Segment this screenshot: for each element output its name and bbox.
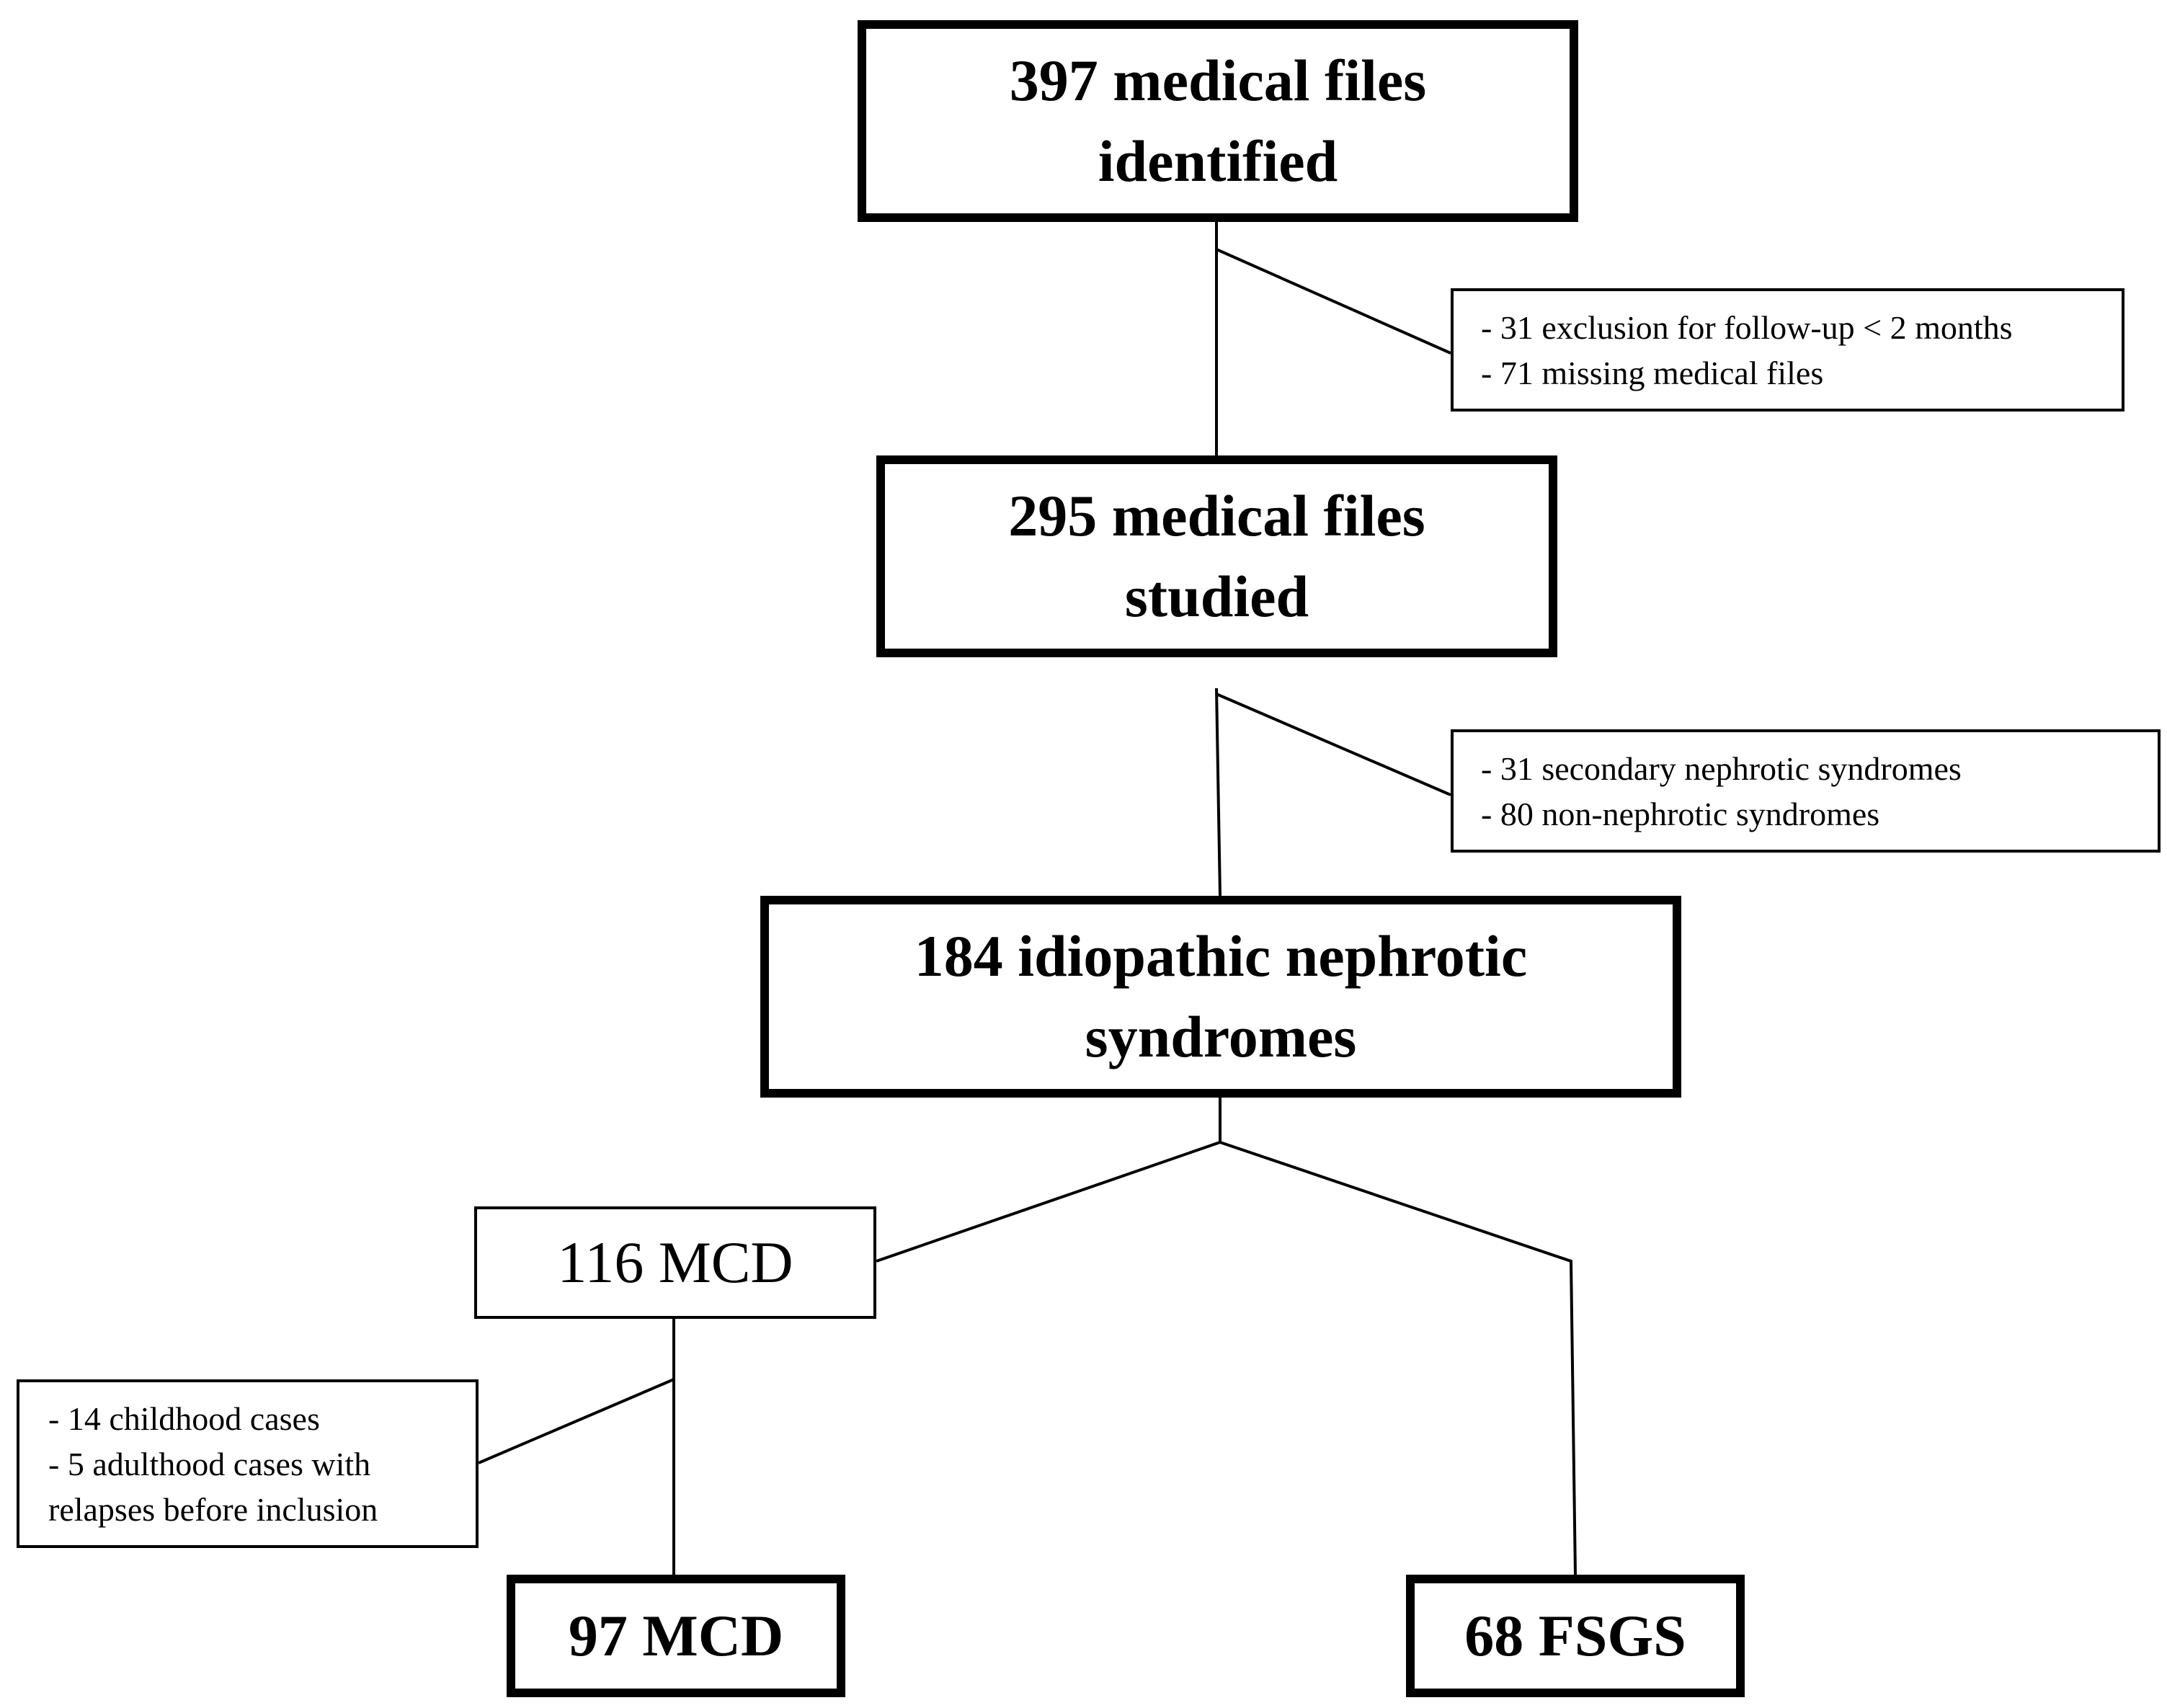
box-295-studied: 295 medical files studied	[876, 455, 1557, 657]
box-identified-line-2: identified	[1098, 128, 1338, 194]
connector-exclusion-3	[478, 1378, 675, 1464]
box-identified-line-1: 397 medical files	[1009, 48, 1427, 113]
exclusion-box-2: - 31 secondary nephrotic syndromes - 80 …	[1451, 729, 2161, 853]
exclusion-box-1: - 31 exclusion for follow-up < 2 months …	[1451, 288, 2124, 412]
box-97-mcd: 97 MCD	[507, 1575, 845, 1697]
connector-studied-idiopathic	[1215, 688, 1222, 897]
box-116-mcd: 116 MCD	[474, 1206, 876, 1319]
exclusion-1-line-2: - 71 missing medical files	[1481, 354, 1824, 391]
box-97-mcd-label: 97 MCD	[568, 1603, 784, 1668]
box-184-idiopathic: 184 idiopathic nephrotic syndromes	[760, 896, 1681, 1098]
exclusion-3-line-2: - 5 adulthood cases with	[48, 1445, 371, 1482]
box-studied-line-1: 295 medical files	[1008, 483, 1425, 548]
box-116-mcd-label: 116 MCD	[557, 1229, 793, 1295]
connector-split-fsgs	[1219, 1141, 1577, 1577]
exclusion-3-line-3: relapses before inclusion	[48, 1490, 378, 1528]
box-studied-line-2: studied	[1124, 564, 1309, 629]
box-397-identified: 397 medical files identified	[858, 20, 1578, 222]
exclusion-2-line-2: - 80 non-nephrotic syndromes	[1481, 795, 1880, 832]
exclusion-box-3: - 14 childhood cases - 5 adulthood cases…	[17, 1379, 479, 1548]
box-68-fsgs-label: 68 FSGS	[1464, 1603, 1686, 1668]
box-68-fsgs: 68 FSGS	[1406, 1575, 1745, 1697]
box-idiopathic-line-2: syndromes	[1085, 1004, 1357, 1069]
exclusion-2-line-1: - 31 secondary nephrotic syndromes	[1481, 750, 1962, 787]
connector-split-mcd116	[876, 1141, 1221, 1263]
exclusion-3-line-1: - 14 childhood cases	[48, 1400, 320, 1437]
exclusion-1-line-1: - 31 exclusion for follow-up < 2 months	[1481, 308, 2013, 346]
connector-exclusion-1	[1216, 248, 1451, 355]
connector-exclusion-2	[1216, 693, 1451, 796]
box-idiopathic-line-1: 184 idiopathic nephrotic	[914, 923, 1528, 989]
